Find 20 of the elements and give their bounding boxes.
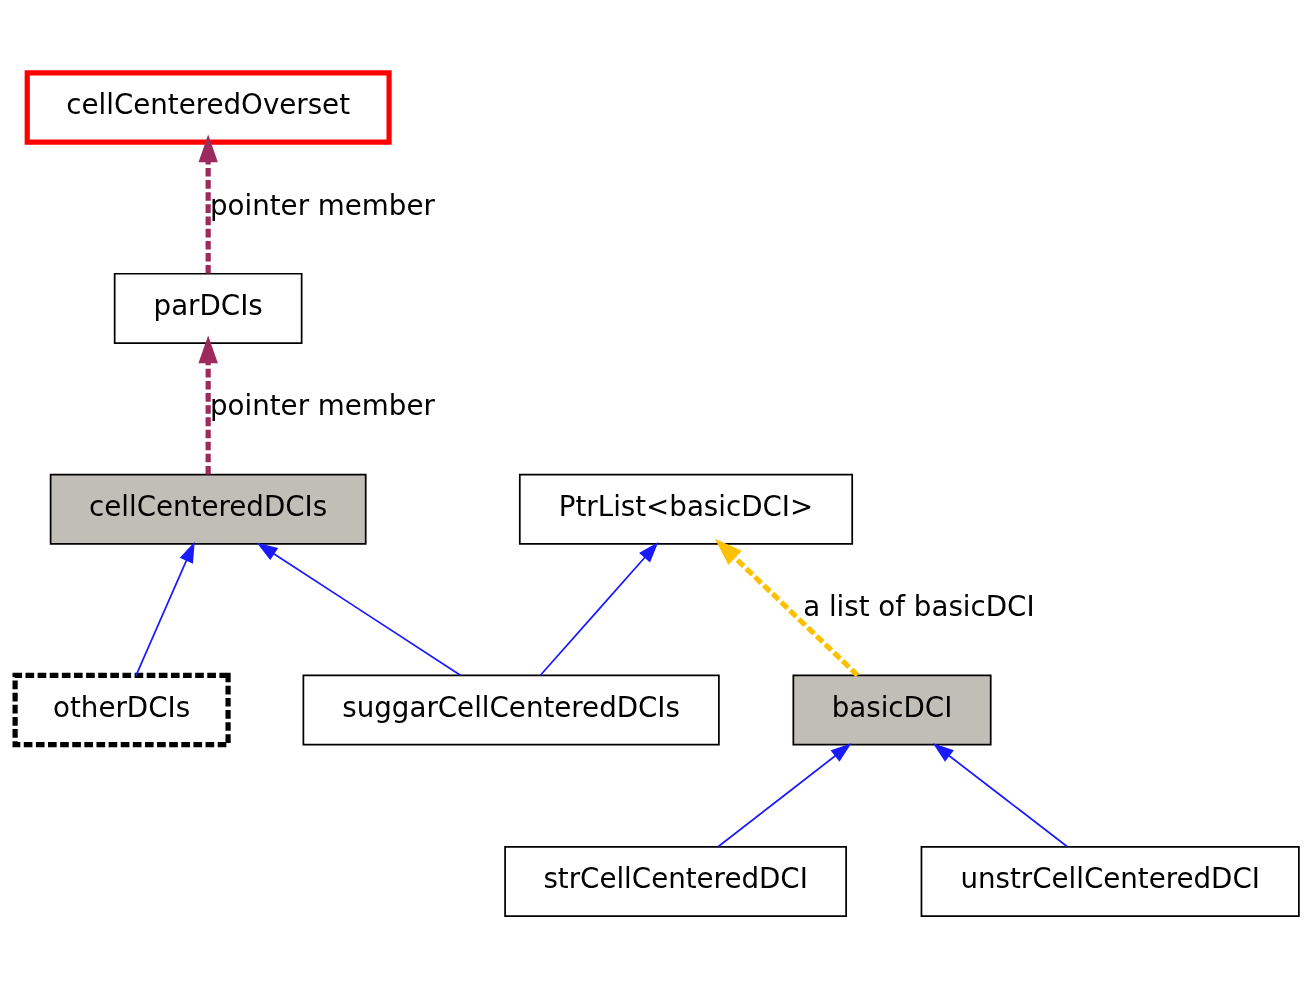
arrow [717,743,852,848]
arrow [932,743,1068,848]
arrow [256,542,462,677]
edge-label: pointer member [210,389,435,423]
edge-label: pointer member [210,188,435,222]
node-box: strCellCenteredDCI [504,845,847,917]
arrow [198,335,218,475]
node-box: basicDCI [792,674,992,746]
arrow [135,541,195,677]
node-box: PtrList<basicDCI> [518,473,854,545]
arrow [198,134,218,274]
arrow [714,538,860,678]
node-box: suggarCellCenteredDCIs [302,674,720,746]
node-box: otherDCIs [12,672,231,748]
arrow [539,542,659,677]
edge-label: a list of basicDCI [803,590,1035,624]
node-box: cellCenteredOverset [24,70,392,145]
node-box: parDCIs [113,272,303,344]
node-box: cellCenteredDCIs [49,473,367,545]
node-box: unstrCellCenteredDCI [920,845,1300,917]
